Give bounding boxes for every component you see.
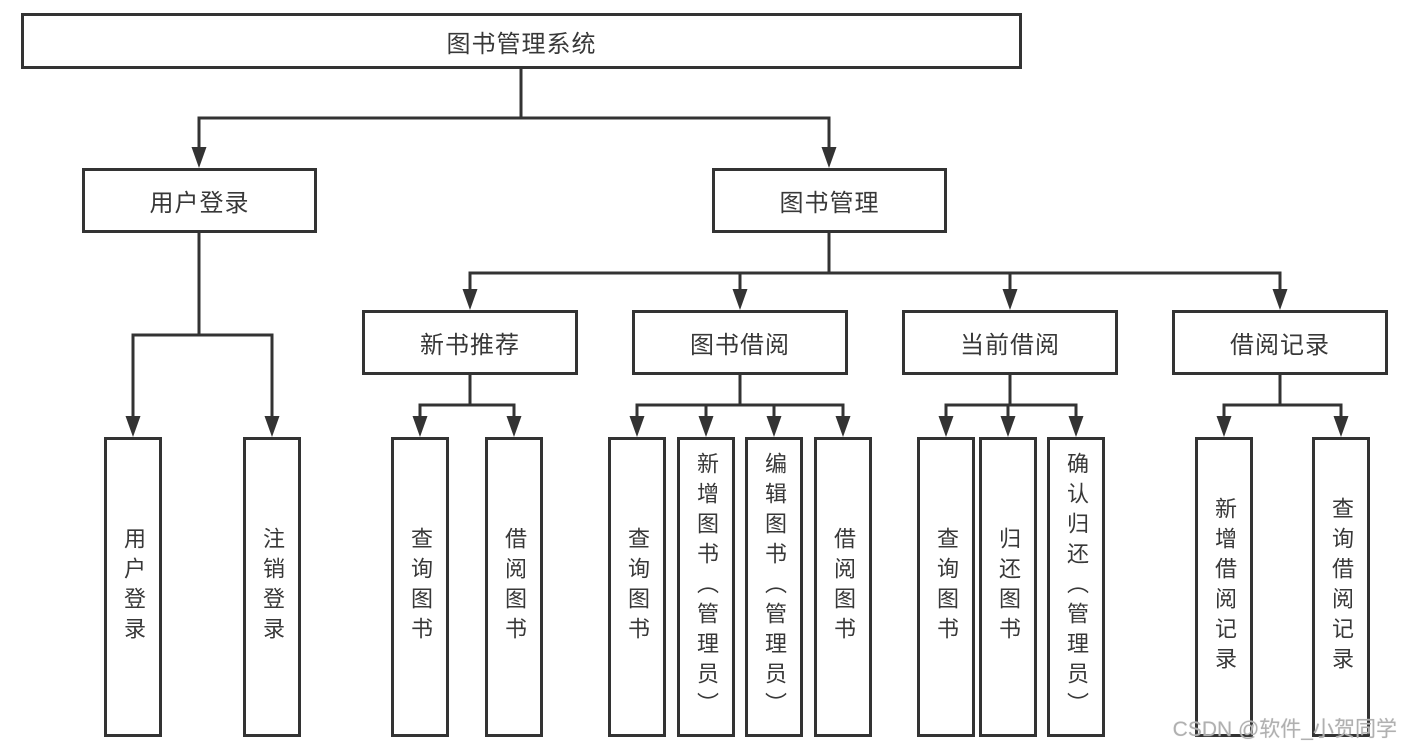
leaf-label: 查询借阅记录 — [1329, 497, 1354, 677]
leaf-label: 确认归还（管理员） — [1064, 452, 1089, 722]
leaf-user-login: 用户登录 — [104, 437, 162, 737]
arrowhead-icon — [821, 147, 837, 168]
node-book-borrow: 图书借阅 — [632, 310, 848, 375]
arrowhead-icon — [698, 416, 714, 437]
leaf-query-books-current: 查询图书 — [917, 437, 975, 737]
arrowhead-icon — [938, 416, 954, 437]
leaf-label: 查询图书 — [625, 527, 650, 647]
node-book-management: 图书管理 — [712, 168, 947, 233]
node-root: 图书管理系统 — [21, 13, 1022, 69]
arrowhead-icon — [1002, 289, 1018, 310]
leaf-label: 查询图书 — [934, 527, 959, 647]
arrowhead-icon — [1000, 416, 1016, 437]
leaf-add-book-admin: 新增图书（管理员） — [677, 437, 735, 737]
arrowhead-icon — [835, 416, 851, 437]
leaf-label: 查询图书 — [408, 527, 433, 647]
leaf-borrow-books: 借阅图书 — [814, 437, 872, 737]
leaf-label: 用户登录 — [121, 527, 146, 647]
node-borrow-records: 借阅记录 — [1172, 310, 1388, 375]
arrowhead-icon — [766, 416, 782, 437]
arrowhead-icon — [1068, 416, 1084, 437]
csdn-watermark: CSDN @软件_小贺同学 — [1172, 718, 1397, 741]
leaf-logout: 注销登录 — [243, 437, 301, 737]
leaf-query-books-recommend: 查询图书 — [391, 437, 449, 737]
node-new-book-recommend: 新书推荐 — [362, 310, 578, 375]
node-user-login: 用户登录 — [82, 168, 317, 233]
leaf-label: 新增图书（管理员） — [694, 452, 719, 722]
leaf-edit-book-admin: 编辑图书（管理员） — [745, 437, 803, 737]
arrowhead-icon — [1216, 416, 1232, 437]
arrowhead-icon — [412, 416, 428, 437]
arrowhead-icon — [629, 416, 645, 437]
leaf-query-borrow-record: 查询借阅记录 — [1312, 437, 1370, 737]
leaf-label: 借阅图书 — [831, 527, 856, 647]
leaf-label: 编辑图书（管理员） — [762, 452, 787, 722]
node-current-borrow: 当前借阅 — [902, 310, 1118, 375]
arrowhead-icon — [462, 289, 478, 310]
leaf-label: 注销登录 — [260, 527, 285, 647]
leaf-borrow-books-recommend: 借阅图书 — [485, 437, 543, 737]
arrowhead-icon — [264, 416, 280, 437]
leaf-return-books: 归还图书 — [979, 437, 1037, 737]
leaf-label: 新增借阅记录 — [1212, 497, 1237, 677]
leaf-label: 借阅图书 — [502, 527, 527, 647]
leaf-add-borrow-record: 新增借阅记录 — [1195, 437, 1253, 737]
leaf-confirm-return-admin: 确认归还（管理员） — [1047, 437, 1105, 737]
arrowhead-icon — [1272, 289, 1288, 310]
arrowhead-icon — [1333, 416, 1349, 437]
arrowhead-icon — [506, 416, 522, 437]
leaf-label: 归还图书 — [996, 527, 1021, 647]
leaf-query-books-borrow: 查询图书 — [608, 437, 666, 737]
arrowhead-icon — [125, 416, 141, 437]
arrowhead-icon — [732, 289, 748, 310]
arrowhead-icon — [191, 147, 207, 168]
